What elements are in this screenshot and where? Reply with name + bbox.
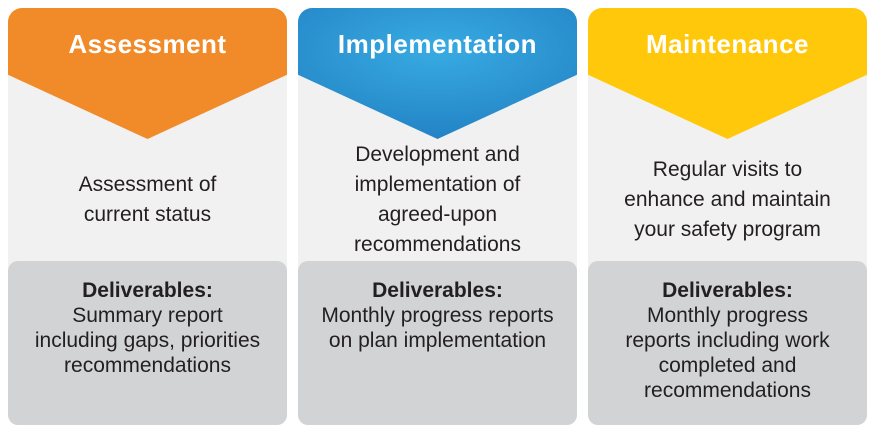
header-title: Implementation (337, 29, 538, 59)
deliverables-text: Monthly progress reports including work … (625, 304, 830, 402)
deliverables-label: Deliverables: (82, 279, 213, 302)
deliverables-text: Summary report including gaps, prioritie… (34, 304, 261, 377)
column-maintenance: Maintenance Regular visits to enhance an… (588, 8, 867, 425)
deliverables-text: Monthly progress reports on plan impleme… (321, 304, 554, 352)
column-implementation: Implementation Development and implement… (298, 8, 577, 425)
phase-description: Development and implementation of agreed… (354, 143, 521, 256)
header-title: Assessment (68, 29, 227, 59)
deliverables-label: Deliverables: (372, 279, 503, 302)
deliverables-box: Deliverables: Monthly progress reports i… (588, 261, 867, 425)
column-assessment: Assessment Assessment of current status … (8, 8, 287, 425)
phase-description: Assessment of current status (78, 173, 217, 226)
phase-description: Regular visits to enhance and maintain y… (624, 158, 831, 241)
deliverables-label: Deliverables: (662, 279, 793, 302)
deliverables-box: Deliverables: Monthly progress reports o… (298, 261, 577, 425)
header-title: Maintenance (646, 29, 809, 59)
deliverables-box: Deliverables: Summary report including g… (8, 261, 287, 425)
